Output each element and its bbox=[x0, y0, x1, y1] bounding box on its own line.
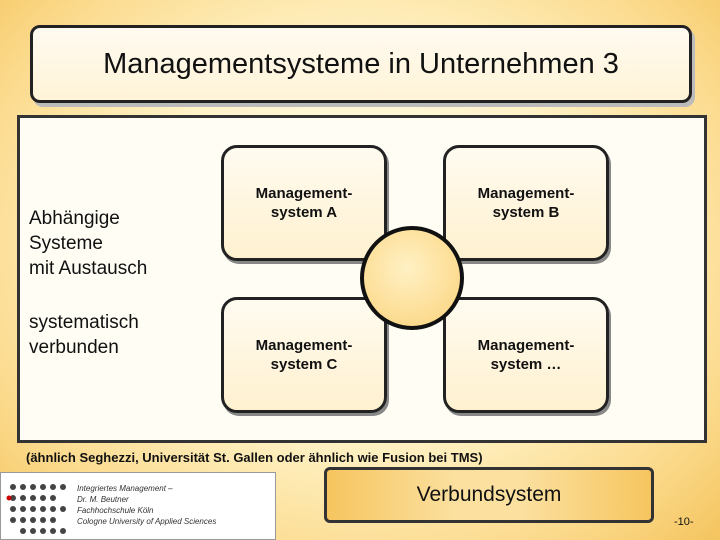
dot-grid-logo-icon bbox=[6, 484, 66, 534]
logo-text: Integriertes Management – Dr. M. Beutner… bbox=[77, 484, 217, 526]
card-system-b: Management- system B bbox=[443, 145, 609, 261]
page-title: Managementsysteme in Unternehmen 3 bbox=[103, 47, 619, 80]
source-note: (ähnlich Seghezzi, Universität St. Galle… bbox=[26, 450, 483, 465]
verbundsystem-label: Verbundsystem bbox=[416, 483, 562, 506]
hub-circle bbox=[360, 226, 464, 330]
title-box: Managementsysteme in Unternehmen 3 bbox=[30, 25, 692, 103]
label-dependent-systems: Abhängige Systeme mit Austausch bbox=[29, 208, 148, 279]
label-systematically-connected: systematisch verbunden bbox=[29, 312, 139, 358]
verbundsystem-box: Verbundsystem bbox=[324, 467, 654, 523]
card-system-a: Management- system A bbox=[221, 145, 387, 261]
card-system-more: Management- system … bbox=[443, 297, 609, 413]
page-number: -10- bbox=[674, 516, 694, 528]
card-system-c: Management- system C bbox=[221, 297, 387, 413]
institution-logo: Integriertes Management – Dr. M. Beutner… bbox=[0, 472, 276, 540]
